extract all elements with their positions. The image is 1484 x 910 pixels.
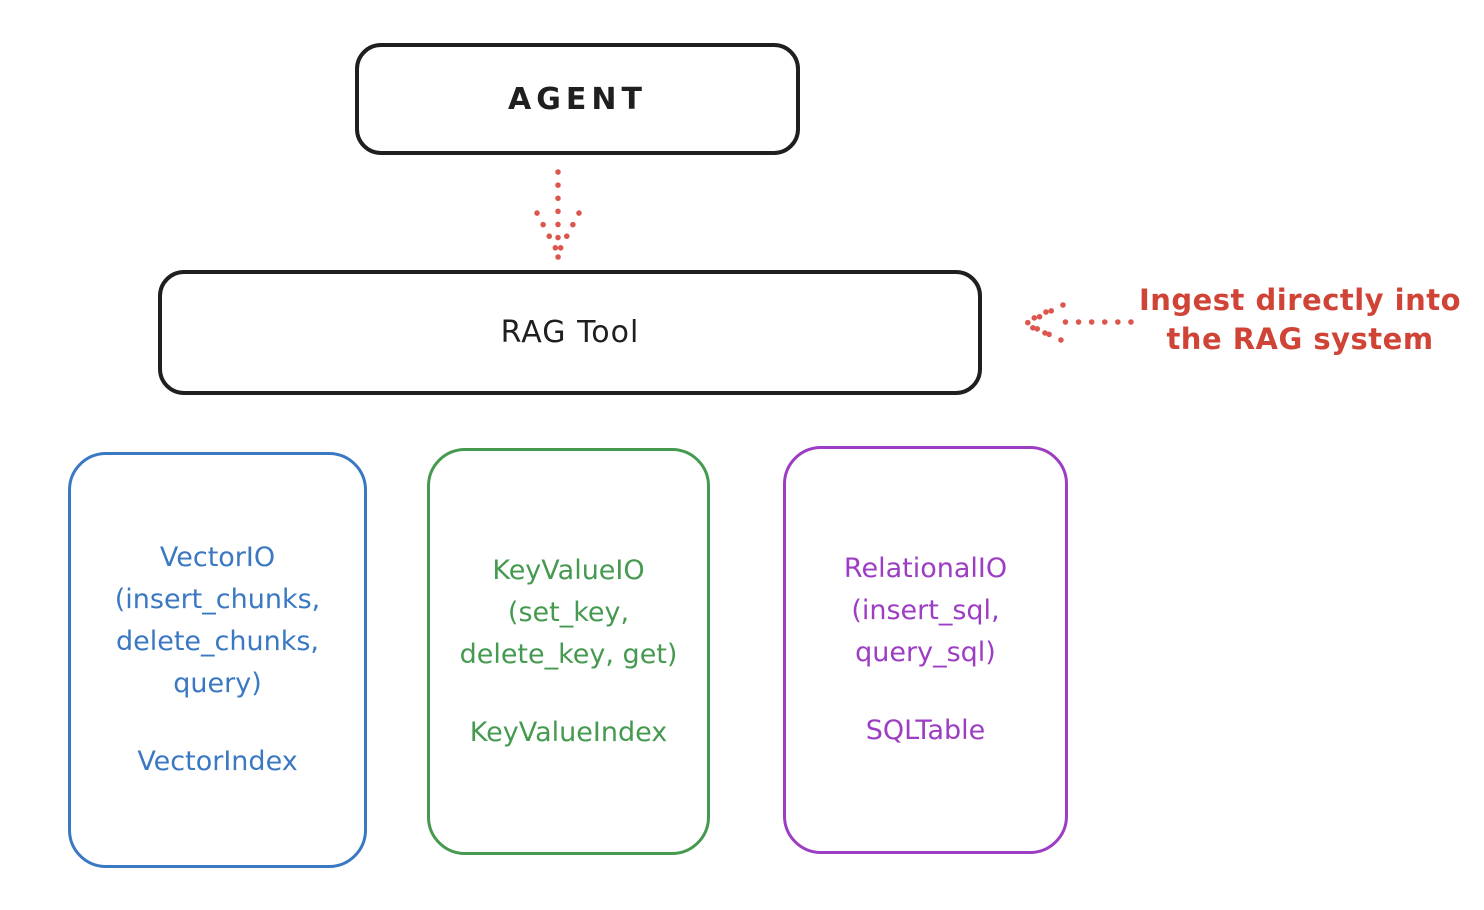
- agent-node: AGENT: [355, 43, 800, 155]
- relational-io-line: (insert_sql,: [851, 595, 1000, 626]
- keyvalue-io-line: delete_key, get): [459, 638, 678, 670]
- annotation-to-rag-dotted-arrow-icon: [1021, 302, 1134, 343]
- keyvalue-io-node: KeyValueIO (set_key, delete_key, get) Ke…: [427, 448, 710, 855]
- agent-node-label: AGENT: [508, 81, 647, 117]
- vector-io-line: delete_chunks,: [115, 626, 319, 657]
- vector-io-line: (insert_chunks,: [114, 584, 321, 615]
- relational-io-node: RelationalIO (insert_sql, query_sql) SQL…: [783, 446, 1068, 854]
- keyvalue-io-line: (set_key,: [507, 596, 630, 628]
- keyvalue-io-line: KeyValueIO: [492, 554, 645, 586]
- relational-io-line: query_sql): [855, 637, 996, 668]
- vector-io-node-text: VectorIO (insert_chunks, delete_chunks, …: [115, 537, 320, 705]
- agent-to-rag-dotted-arrow-icon: [534, 169, 582, 260]
- vector-index-label: VectorIndex: [137, 746, 298, 777]
- vector-io-line: VectorIO: [159, 542, 276, 573]
- sql-table-label: SQLTable: [865, 715, 986, 746]
- ingest-annotation: Ingest directly into the RAG system: [1135, 281, 1465, 359]
- relational-io-line: RelationalIO: [843, 553, 1008, 584]
- keyvalue-io-node-text: KeyValueIO (set_key, delete_key, get): [460, 550, 678, 676]
- keyvalue-index-label: KeyValueIndex: [469, 716, 668, 748]
- vector-io-line: query): [173, 668, 262, 699]
- ingest-annotation-line2: the RAG system: [1166, 322, 1434, 356]
- rag-tool-node: RAG Tool: [158, 270, 982, 395]
- vector-io-node: VectorIO (insert_chunks, delete_chunks, …: [68, 452, 367, 868]
- ingest-annotation-line1: Ingest directly into: [1138, 283, 1462, 317]
- rag-tool-node-label: RAG Tool: [500, 315, 640, 350]
- relational-io-node-text: RelationalIO (insert_sql, query_sql): [844, 548, 1007, 674]
